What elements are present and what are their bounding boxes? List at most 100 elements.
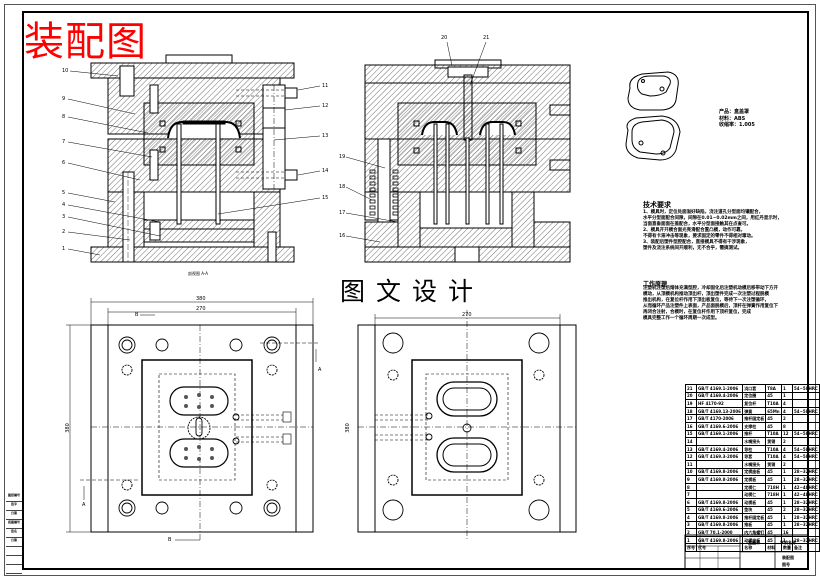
bom-cell: 45 — [765, 497, 783, 507]
tech-line: 水平分型面配合间隙，间隙在0.01~0.02mm之间，用红丹显示时， — [643, 216, 782, 221]
bom-cell: 45 — [765, 513, 783, 522]
callout-12: 12 — [322, 103, 329, 109]
bom-cell: 28~32HRC — [792, 520, 820, 530]
bom-cell: 12 — [781, 429, 794, 439]
section-marker-b-bottom: B — [168, 537, 172, 543]
bom-cell: 18 — [685, 406, 697, 416]
bom-cell — [792, 391, 820, 401]
dim-height-right: 380 — [344, 423, 351, 433]
bom-cell: 1 — [685, 535, 697, 545]
side-cell: 日期 — [6, 538, 22, 547]
callout-17: 17 — [339, 210, 346, 216]
callout-14: 14 — [322, 168, 329, 174]
bom-cell: 21 — [685, 384, 697, 393]
bom-cell — [792, 459, 820, 469]
bom-cell: 14 — [685, 437, 697, 446]
dim-right-inner-width: 270 — [462, 312, 472, 318]
bom-cell: 9 — [685, 475, 697, 484]
callout-leaders-right — [345, 41, 487, 243]
bom-cell: 45 — [765, 505, 783, 515]
bom-cell: 数量 — [781, 543, 794, 553]
bom-cell: 定位圈 — [742, 391, 767, 401]
bom-cell: 54~58HRC — [792, 406, 820, 416]
bom-cell: 推杆固定板 — [742, 513, 767, 522]
side-cell: 日期 — [6, 511, 22, 520]
bom-cell: 45 — [765, 414, 783, 423]
left-plan-view — [66, 298, 320, 541]
callout-13: 13 — [322, 133, 329, 139]
bom-cell: 备注 — [792, 543, 820, 553]
bom-cell: 7 — [685, 490, 697, 499]
bom-cell — [792, 437, 820, 446]
bom-cell: 28~32HRC — [792, 467, 820, 477]
product-info: 产品：盒盖罩 材料：ABS 收缩率：1.005 — [719, 109, 755, 129]
title-block-drawing-no: 图号 — [782, 562, 790, 567]
side-cell — [6, 565, 22, 574]
callout-5: 5 — [62, 190, 66, 196]
callout-18: 18 — [339, 184, 346, 190]
work-line: 再闭合注射，合模时，在复位杆作用下顶杆复位，完成 — [643, 310, 751, 315]
bom-cell: GB/T 4169.8-2006 — [695, 475, 744, 484]
side-strip: 图纸编号 签字 日期 底图编号 签名 日期 — [6, 493, 22, 574]
bom-cell: 1 — [781, 482, 794, 492]
product-name: 产品：盒盖罩 — [719, 109, 750, 115]
bom-cell: 1 — [781, 490, 794, 499]
bom-cell: 1 — [781, 513, 794, 522]
callout-11: 11 — [322, 83, 329, 89]
bom-cell: GB/T 4169.8-2006 — [695, 520, 744, 530]
bom-cell: 1 — [781, 467, 794, 477]
tech-line: 1、模具时，定位处面溢好缺陷，浇注道孔分型面均镶配合， — [643, 210, 764, 215]
bom-cell: 1 — [781, 384, 794, 393]
callout-20: 20 — [441, 35, 448, 41]
product-shrinkage: 收缩率：1.005 — [719, 122, 755, 128]
right-section-view — [364, 59, 571, 263]
watermark-text: 图文设计 — [340, 277, 485, 306]
callout-7: 7 — [62, 139, 66, 145]
bom-cell: 45 — [765, 520, 783, 530]
tech-requirements-title: 技术要求 — [643, 201, 671, 209]
product-isometric — [625, 71, 681, 161]
side-cell: 底图编号 — [6, 520, 22, 529]
tech-line: 2、模具开开模合面光亮滑配合置凸模，动作可靠， — [643, 228, 746, 233]
tech-line: 塑件及浇注系统间开顺利，无不合乎，需搞测试。 — [643, 246, 742, 251]
bom-cell: 4 — [781, 444, 794, 454]
bom-cell: 45 — [765, 475, 783, 484]
section-marker-a-top: A — [318, 367, 322, 373]
callout-leaders-left — [67, 70, 321, 256]
bom-cell: GB/T 4169.6-2006 — [695, 421, 744, 431]
tech-line: 当面直垂面面在盖配合，水平分型面接触其在点查可。 — [643, 222, 751, 227]
bom-cell: 黄铜 — [765, 437, 783, 446]
bom-cell: 8 — [781, 421, 794, 431]
bom-cell: GB/T 4169.8-2006 — [695, 467, 744, 477]
bom-cell: 718H — [765, 490, 783, 499]
bom-cell: 水嘴接头 — [742, 459, 767, 469]
bom-cell: 15 — [685, 429, 697, 439]
bom-cell: 11 — [685, 459, 697, 469]
bom-cell: 54~58HRC — [792, 429, 820, 439]
bom-cell: 推杆 — [742, 429, 767, 439]
bom-cell: 45 — [765, 421, 783, 431]
side-cell — [6, 547, 22, 556]
bom-cell: 4 — [781, 399, 794, 408]
bom-cell: 19 — [685, 399, 697, 408]
bom-cell: 42~48HRC — [792, 482, 820, 492]
product-material: 材料：ABS — [719, 115, 746, 122]
section-marker-b-top: B — [135, 312, 139, 318]
work-line: 注塑机注塑后熔体充满型腔，冷却固化后注塑机动模后移带动下方开 — [643, 286, 778, 291]
bom-cell: 5 — [685, 505, 697, 515]
dim-inner-width: 270 — [196, 306, 206, 312]
bom-cell: 垫块 — [742, 505, 767, 515]
